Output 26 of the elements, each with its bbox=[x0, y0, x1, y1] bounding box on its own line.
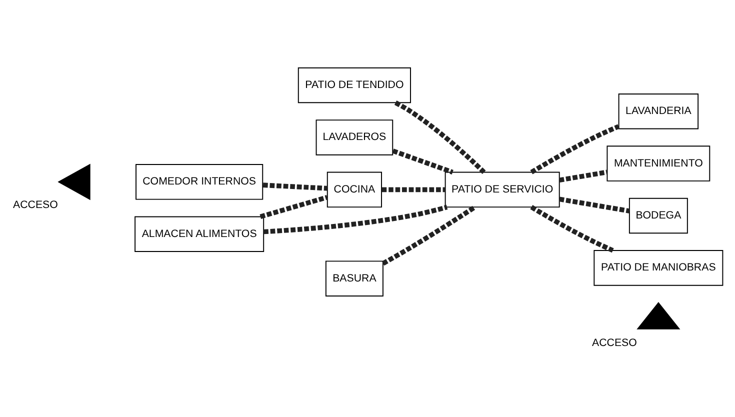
connector bbox=[262, 182, 328, 191]
connector bbox=[264, 204, 448, 234]
node-box: LAVADEROS bbox=[316, 120, 394, 156]
connector bbox=[530, 205, 614, 253]
connector bbox=[260, 194, 328, 219]
connector bbox=[392, 148, 454, 174]
node-box: PATIO DE TENDIDO bbox=[298, 67, 411, 104]
connector bbox=[530, 124, 620, 174]
connector bbox=[382, 187, 446, 192]
node-box: PATIO DE SERVICIO bbox=[444, 172, 560, 208]
node-box: BASURA bbox=[325, 260, 384, 296]
connector bbox=[394, 100, 486, 174]
node-box: COCINA bbox=[326, 172, 382, 208]
node-box: ALMACEN ALIMENTOS bbox=[134, 216, 264, 252]
node-box: COMEDOR INTERNOS bbox=[136, 164, 264, 200]
node-label: ACCESO bbox=[13, 198, 58, 211]
node-triangle bbox=[636, 302, 680, 330]
node-triangle bbox=[58, 164, 90, 200]
connector bbox=[382, 205, 476, 266]
connector bbox=[558, 170, 608, 183]
node-label: ACCESO bbox=[592, 337, 637, 350]
node-box: PATIO DE MANIOBRAS bbox=[594, 250, 724, 286]
node-box: BODEGA bbox=[628, 198, 688, 234]
node-box: MANTENIMIENTO bbox=[606, 146, 710, 182]
node-box: LAVANDERIA bbox=[618, 93, 699, 130]
connector bbox=[558, 196, 630, 214]
